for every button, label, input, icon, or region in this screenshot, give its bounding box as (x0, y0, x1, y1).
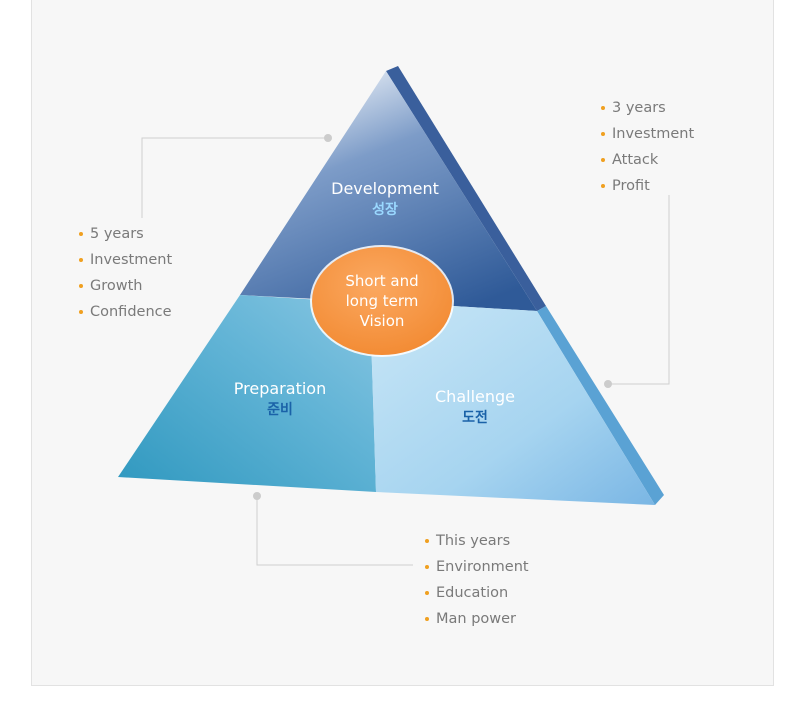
connector-dot-bottom (253, 492, 261, 500)
list-item: Environment (425, 554, 529, 580)
connector-right (608, 195, 670, 385)
preparation-title: Preparation (233, 379, 327, 398)
development-korean: 성장 (372, 202, 398, 218)
list-item: Education (425, 580, 529, 606)
development-label: Development 성장 (315, 178, 455, 220)
list-item: Profit (601, 173, 694, 199)
vision-line-2: long term (345, 292, 419, 310)
segment-challenge (370, 303, 655, 505)
list-item: This years (425, 528, 529, 554)
vision-line-3: Vision (359, 312, 405, 330)
development-title: Development (331, 179, 439, 198)
vision-oval (312, 247, 452, 355)
bottom-bullet-list: This years Environment Education Man pow… (425, 528, 529, 632)
pyramid-edge-upper (386, 66, 546, 311)
right-bullet-list: 3 years Investment Attack Profit (601, 95, 694, 199)
challenge-title: Challenge (435, 387, 515, 406)
list-item: Attack (601, 147, 694, 173)
list-item: Man power (425, 606, 529, 632)
connector-dot-left (324, 134, 332, 142)
list-item: Growth (79, 273, 172, 299)
vision-text: Short and long term Vision (311, 246, 453, 356)
list-item: Investment (79, 247, 172, 273)
challenge-label: Challenge 도전 (405, 386, 545, 428)
challenge-korean: 도전 (462, 410, 488, 426)
segment-development (240, 71, 537, 311)
pyramid-edge-lower (537, 306, 664, 505)
left-bullet-list: 5 years Investment Growth Confidence (79, 221, 172, 325)
list-item: 5 years (79, 221, 172, 247)
list-item: Investment (601, 121, 694, 147)
connector-left (141, 137, 328, 218)
segment-preparation (118, 295, 376, 492)
preparation-label: Preparation 준비 (210, 378, 350, 420)
list-item: Confidence (79, 299, 172, 325)
vision-line-1: Short and (345, 272, 419, 290)
list-item: 3 years (601, 95, 694, 121)
connector-bottom (256, 496, 413, 566)
preparation-korean: 준비 (267, 402, 293, 418)
connector-dot-right (604, 380, 612, 388)
